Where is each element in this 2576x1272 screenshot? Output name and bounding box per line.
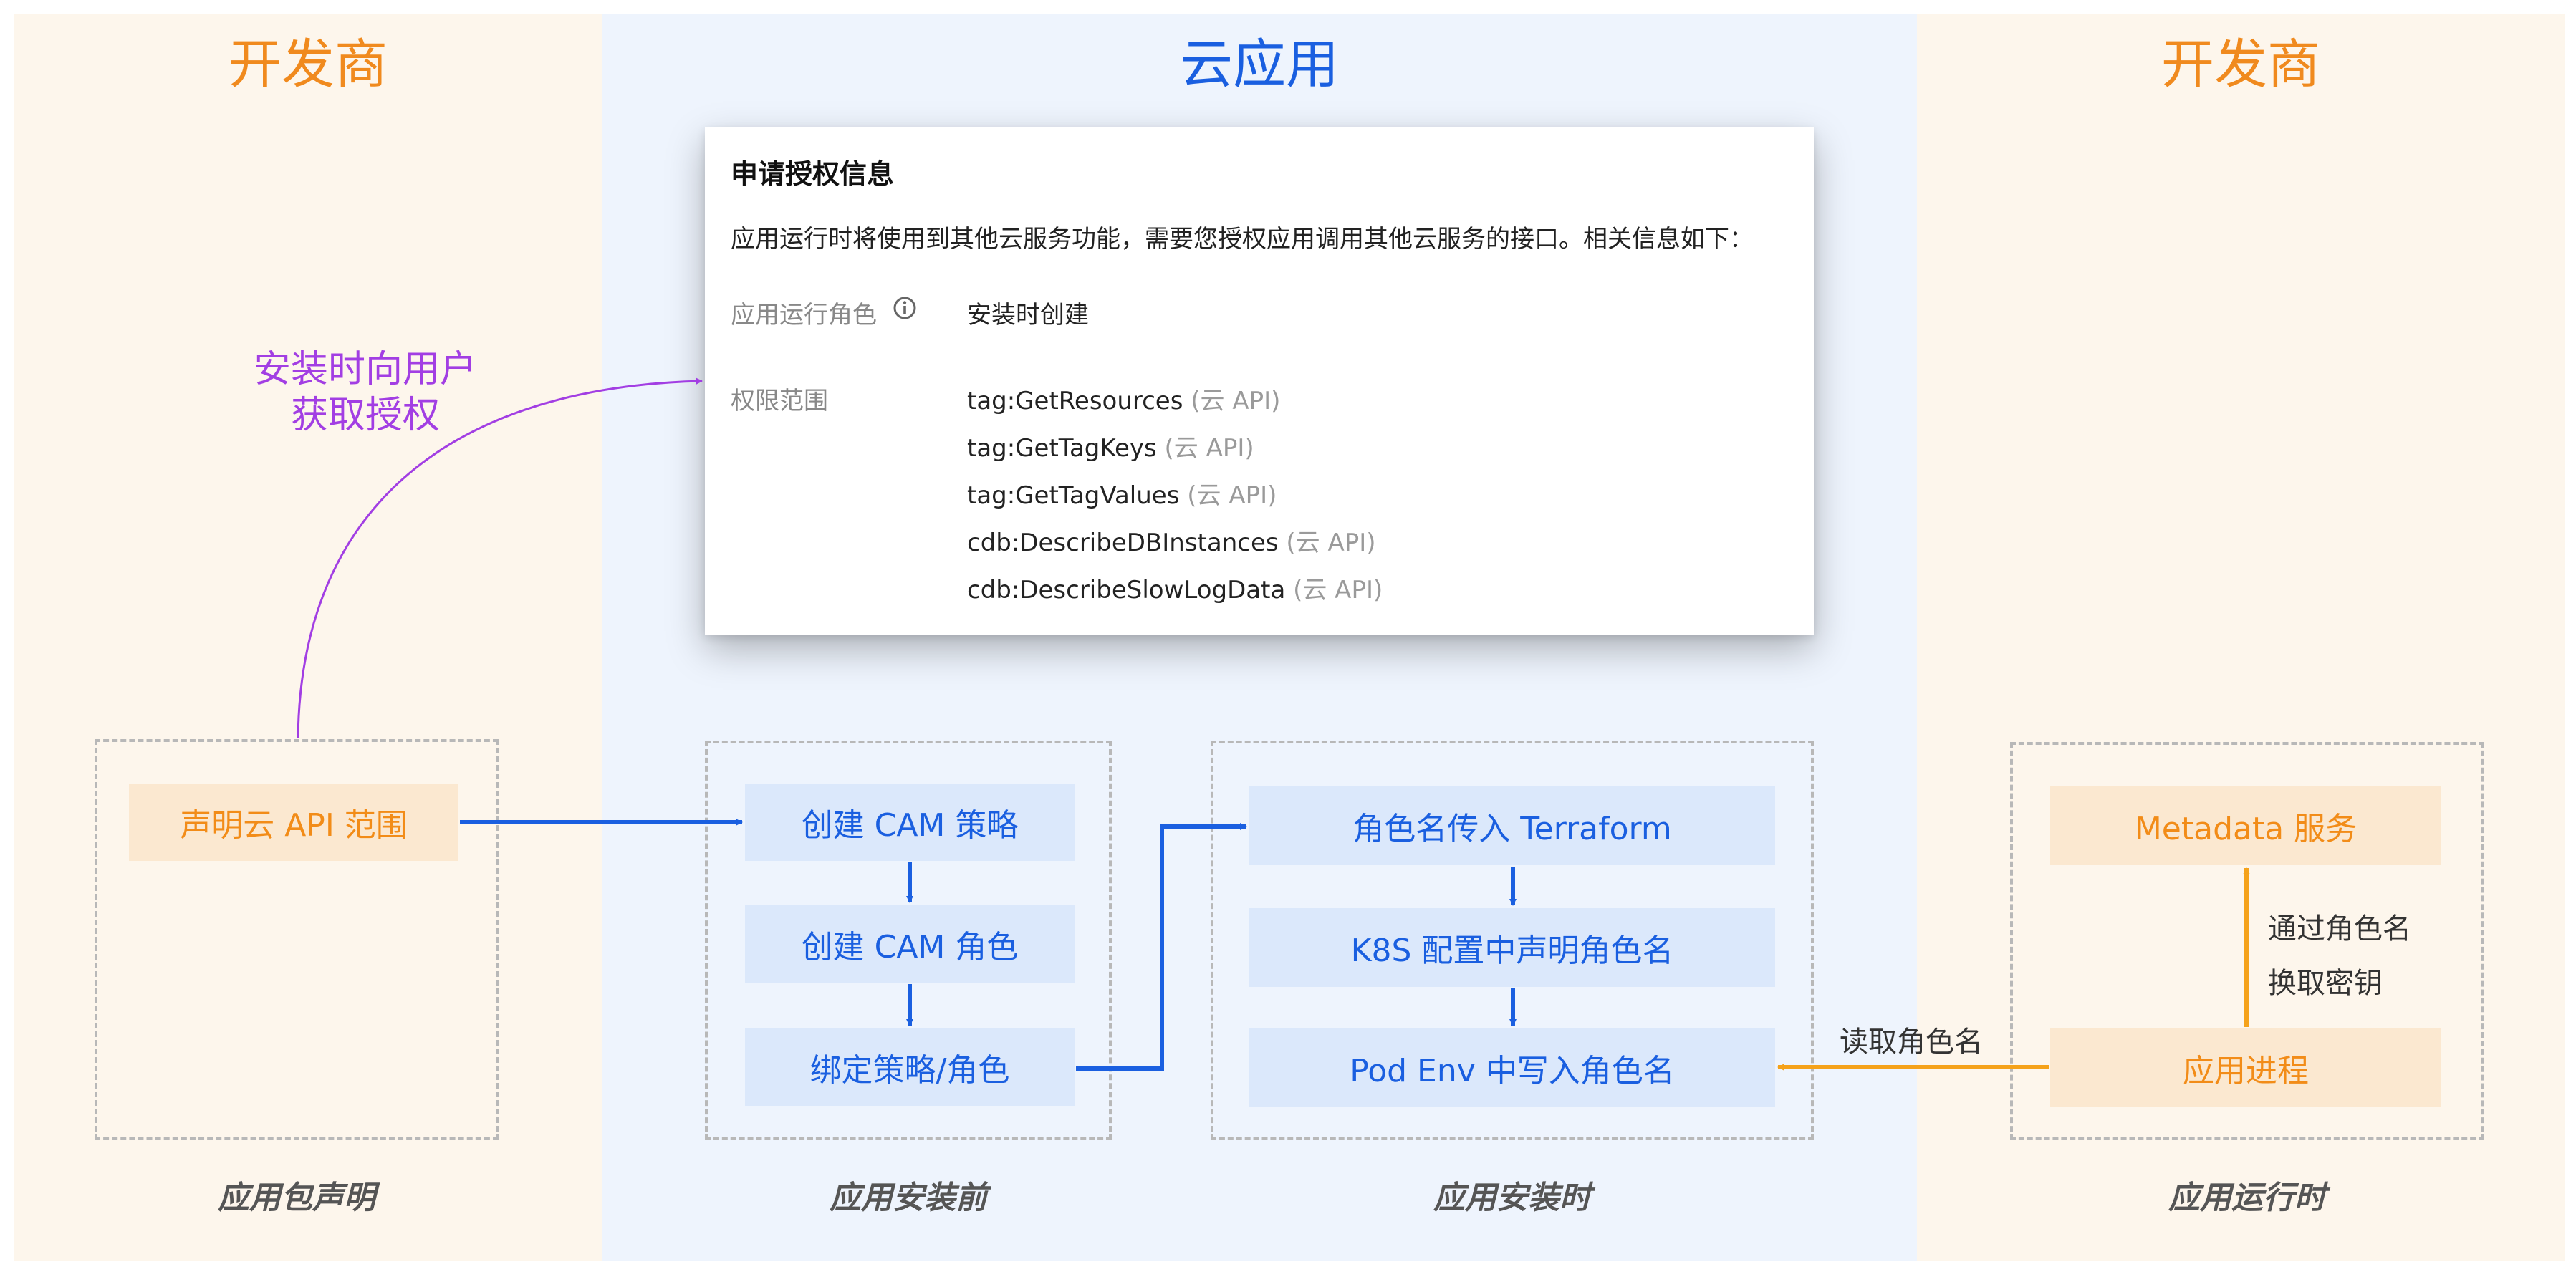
column-title-developer-left: 开发商 [229,34,388,95]
role-name-to-terraform-box: 角色名传入 Terraform [1249,786,1775,865]
caption-declaration: 应用包声明 [218,1180,375,1216]
caption-before-install: 应用安装前 [830,1180,987,1216]
exchange-key-note-line1: 通过角色名 [2268,912,2411,945]
permission-item: tag:GetResources (云 API) [967,381,1280,416]
card-title: 申请授权信息 [731,158,895,190]
permission-item: cdb:DescribeSlowLogData (云 API) [967,570,1383,605]
app-process-box: 应用进程 [2050,1028,2441,1107]
permission-note: (云 API) [1293,576,1383,604]
permission-item: tag:GetTagValues (云 API) [967,476,1277,511]
permission-name: cdb:DescribeDBInstances [967,529,1279,557]
column-title-cloud-app: 云应用 [1180,34,1339,95]
group-runtime [2010,742,2484,1140]
declare-api-scope-box: 声明云 API 范围 [129,784,458,861]
bind-policy-role-box: 绑定策略/角色 [745,1028,1075,1106]
pod-env-role-name-box: Pod Env 中写入角色名 [1249,1028,1775,1107]
permission-name: tag:GetTagValues [967,481,1180,510]
auth-annotation-line1: 安装时向用户 [253,348,477,391]
create-cam-role-box: 创建 CAM 角色 [745,905,1075,983]
role-value: 安装时创建 [967,301,1089,329]
metadata-service-box: Metadata 服务 [2050,786,2441,865]
column-title-developer-right: 开发商 [2161,34,2320,95]
create-cam-policy-box: 创建 CAM 策略 [745,784,1075,861]
role-label: 应用运行角色 [731,301,877,329]
permission-name: tag:GetTagKeys [967,434,1157,463]
exchange-key-note-line2: 换取密钥 [2268,967,2383,1000]
read-role-name-label: 读取角色名 [1840,1026,1983,1059]
permission-note: (云 API) [1286,529,1376,557]
group-app-package-declaration [95,739,499,1140]
caption-during-install: 应用安装时 [1433,1180,1591,1216]
caption-runtime: 应用运行时 [2168,1180,2326,1216]
card-description: 应用运行时将使用到其他云服务功能，需要您授权应用调用其他云服务的接口。相关信息如… [731,225,1754,254]
permission-item: tag:GetTagKeys (云 API) [967,428,1254,463]
permission-note: (云 API) [1164,434,1254,463]
k8s-config-role-name-box: K8S 配置中声明角色名 [1249,908,1775,987]
auth-annotation: 安装时向用户 获取授权 [215,347,516,438]
scope-label: 权限范围 [731,387,828,415]
permission-name: cdb:DescribeSlowLogData [967,576,1286,604]
info-icon[interactable] [893,296,917,320]
permission-name: tag:GetResources [967,387,1183,415]
auth-annotation-line2: 获取授权 [290,394,440,437]
permission-note: (云 API) [1191,387,1281,415]
permission-item: cdb:DescribeDBInstances (云 API) [967,523,1376,558]
authorization-card: 申请授权信息 应用运行时将使用到其他云服务功能，需要您授权应用调用其他云服务的接… [705,127,1814,635]
permission-note: (云 API) [1187,481,1277,510]
